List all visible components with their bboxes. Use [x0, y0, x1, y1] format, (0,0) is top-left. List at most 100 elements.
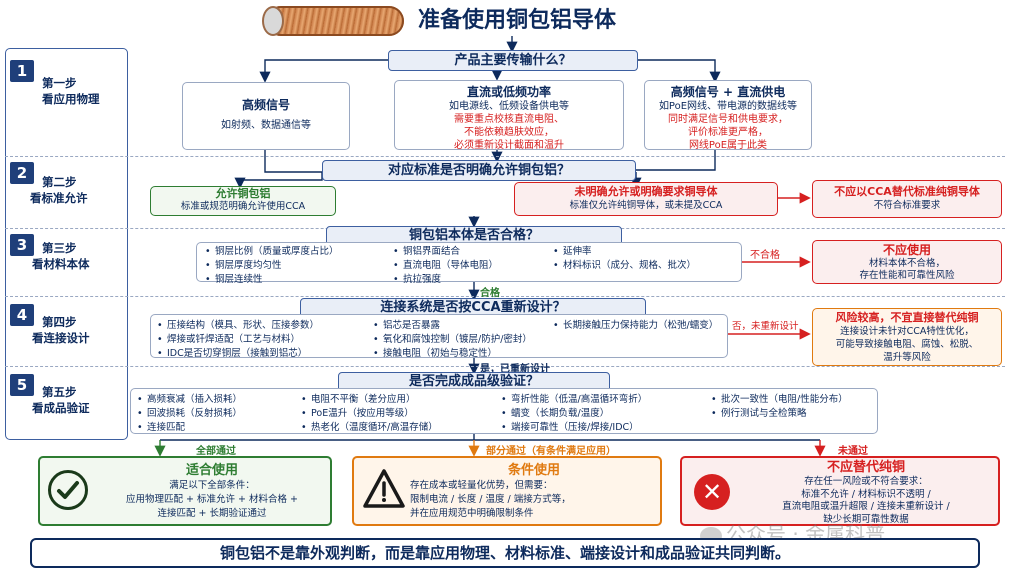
allow-title: 允许铜包铝 [215, 187, 271, 200]
check-item: PoE温升（按应用等级） [301, 407, 438, 421]
connection-col-2: 铝芯是否暴露 氧化和腐蚀控制（镀层/防护/密封） 接触电阻（初始与稳定性） [373, 319, 532, 361]
risk-line: 温升等风险 [883, 352, 931, 363]
option-title: 直流或低频功率 [466, 85, 551, 99]
step-title-5: 第五步看成品验证 [32, 385, 90, 415]
outcome-line: 缺少长期可靠性数据 [823, 513, 909, 525]
material-col-1: 铜层比例（质量或厚度占比） 铜层厚度均匀性 铜层连续性 [205, 245, 339, 287]
check-item: 氧化和腐蚀控制（镀层/防护/密封） [373, 333, 532, 347]
summary-text: 铜包铝不是靠外观判断，而是靠应用物理、材料标准、端接设计和成品验证共同判断。 [219, 544, 790, 562]
no-redesign-label: 否，未重新设计 [732, 321, 799, 332]
check-item: 长期接触压力保持能力（松弛/蠕变） [553, 319, 718, 333]
outcome-line: 应用物理匹配 + 标准允许 + 材料合格 + [126, 494, 298, 505]
fail-label: 不合格 [750, 250, 780, 261]
close-circle-icon: ✕ [694, 474, 730, 510]
divider [5, 156, 1005, 157]
check-item: 端接可靠性（压接/焊接/IDC） [501, 421, 647, 435]
check-item: 热老化（温度循环/高温存储） [301, 421, 438, 435]
outcome-text: 不应替代纯铜 存在任一风险或不符合要求： 标准不允许 / 材料标识不透明 / 直… [738, 460, 994, 526]
not-use-title: 不应使用 [882, 243, 931, 257]
option-high-frequency: 高频信号 如射频、数据通信等 [182, 82, 350, 150]
partial-pass-label: 部分通过（有条件满足应用） [486, 446, 616, 457]
option-warning: 评价标准更严格， [688, 127, 768, 138]
warning-icon [363, 469, 405, 508]
check-item: 弯折性能（低温/高温循环弯折） [501, 393, 647, 407]
check-item: 铜层连续性 [205, 273, 339, 287]
not-use-line: 存在性能和可靠性风险 [859, 270, 955, 281]
outcome-line: 满足以下全部条件： [169, 480, 255, 491]
check-item: 高频衰减（插入损耗） [137, 393, 242, 407]
not-allow-box: 未明确允许或明确要求铜导体 标准仅允许纯铜导体，或未提及CCA [514, 182, 778, 216]
not-allow-desc: 标准仅允许纯铜导体，或未提及CCA [569, 200, 723, 211]
option-mixed: 高频信号 + 直流供电 如PoE网线、带电源的数据线等 同时满足信号和供电要求，… [644, 80, 812, 151]
step-number-5: 5 [10, 374, 34, 396]
option-warning: 不能依赖趋肤效应， [464, 127, 554, 138]
allow-desc: 标准或规范明确允许使用CCA [180, 201, 306, 212]
outcome-line: 并在应用规范中明确限制条件 [410, 508, 534, 519]
bottom-summary: 铜包铝不是靠外观判断，而是靠应用物理、材料标准、端接设计和成品验证共同判断。 [30, 538, 980, 568]
not-use-box: 不应使用 材料本体不合格， 存在性能和可靠性风险 [812, 240, 1002, 284]
verification-col-1: 高频衰减（插入损耗） 回波损耗（反射损耗） 连接匹配 [137, 393, 242, 435]
option-warning: 同时满足信号和供电要求， [668, 114, 788, 125]
outcome-line: 连接匹配 + 长期验证通过 [157, 508, 267, 519]
step-title-3: 第三步看材料本体 [32, 241, 90, 271]
check-item: 铜层厚度均匀性 [205, 259, 339, 273]
outcome-title: 适合使用 [185, 463, 238, 478]
connection-checklist: 压接结构（模具、形状、压接参数） 焊接或钎焊适配（工艺与材料） IDC是否切穿铜… [150, 314, 728, 361]
option-warning: 必须重新设计截面和温升 [454, 140, 564, 151]
yes-redesign-label: 是，已重新设计 [480, 364, 550, 375]
material-checklist: 铜层比例（质量或厚度占比） 铜层厚度均匀性 铜层连续性 铜铝界面结合 直流电阻（… [196, 242, 742, 287]
verification-checklist: 高频衰减（插入损耗） 回波损耗（反射损耗） 连接匹配 电阻不平衡（差分应用） P… [130, 388, 878, 435]
check-item: 电阻不平衡（差分应用） [301, 393, 438, 407]
check-item: 批次一致性（电阻/性能分布） [711, 393, 848, 407]
option-title: 高频信号 + 直流供电 [670, 85, 786, 99]
check-item: 焊接或钎焊适配（工艺与材料） [157, 333, 319, 347]
check-item: 连接匹配 [137, 421, 242, 435]
fail-pass-label: 未通过 [838, 446, 868, 457]
check-item: 抗拉强度 [393, 273, 498, 287]
verification-col-2: 电阻不平衡（差分应用） PoE温升（按应用等级） 热老化（温度循环/高温存储） [301, 393, 438, 435]
allow-box: 允许铜包铝 标准或规范明确允许使用CCA [150, 186, 336, 216]
check-item: 蠕变（长期负载/温度） [501, 407, 647, 421]
outcome-title: 不应替代纯铜 [826, 460, 905, 475]
risk-box: 风险较高，不宜直接替代纯铜 连接设计未针对CCA特性优化， 可能导致接触电阻、腐… [812, 308, 1002, 366]
outcome-title: 条件使用 [507, 463, 560, 478]
option-desc: 如电源线、低频设备供电等 [449, 101, 569, 112]
check-item: 材料标识（成分、规格、批次） [553, 259, 696, 273]
question-1: 产品主要传输什么？ [388, 50, 638, 71]
divider [5, 296, 1005, 297]
connection-col-3: 长期接触压力保持能力（松弛/蠕变） [553, 319, 718, 333]
outcome-suitable: 适合使用 满足以下全部条件： 应用物理匹配 + 标准允许 + 材料合格 + 连接… [38, 456, 332, 526]
outcome-line: 存在任一风险或不符合要求： [804, 476, 928, 487]
step-number-1: 1 [10, 60, 34, 82]
verification-col-3: 弯折性能（低温/高温循环弯折） 蠕变（长期负载/温度） 端接可靠性（压接/焊接/… [501, 393, 647, 435]
cable-image [266, 6, 404, 36]
step-title-2: 第二步看标准允许 [30, 175, 88, 205]
cable-end [262, 6, 284, 36]
check-item: 直流电阻（导体电阻） [393, 259, 498, 273]
outcome-line: 标准不允许 / 材料标识不透明 / [801, 488, 931, 500]
option-warning: 网线PoE属于此类 [688, 140, 768, 151]
check-item: 回波损耗（反射损耗） [137, 407, 242, 421]
step-number-4: 4 [10, 304, 34, 326]
risk-line: 连接设计未针对CCA特性优化， [840, 326, 974, 337]
outcome-conditional: 条件使用 存在成本或轻量化优势，但需要： 限制电流 / 长度 / 温度 / 端接… [352, 456, 662, 526]
not-use-line: 材料本体不合格， [868, 258, 945, 269]
check-item: 延伸率 [553, 245, 696, 259]
material-col-2: 铜铝界面结合 直流电阻（导体电阻） 抗拉强度 [393, 245, 498, 287]
check-item: 铝芯是否暴露 [373, 319, 532, 333]
step-number-2: 2 [10, 162, 34, 184]
step-title-1: 第一步看应用物理 [42, 76, 100, 106]
check-item: IDC是否切穿铜层（接触到铝芯） [157, 347, 319, 361]
check-item: 压接结构（模具、形状、压接参数） [157, 319, 319, 333]
no-replace-box: 不应以CCA替代标准纯铜导体 不符合标准要求 [812, 180, 1002, 218]
no-replace-desc: 不符合标准要求 [873, 200, 941, 211]
check-circle-icon [48, 470, 88, 510]
step-title-4: 第四步看连接设计 [32, 315, 90, 345]
page-title: 准备使用铜包铝导体 [418, 8, 617, 33]
option-warning: 需要重点校核直流电阻、 [454, 114, 564, 125]
check-item: 铜铝界面结合 [393, 245, 498, 259]
pass-label: 合格 [480, 288, 500, 299]
outcome-not-replace: ✕ 不应替代纯铜 存在任一风险或不符合要求： 标准不允许 / 材料标识不透明 /… [680, 456, 1000, 526]
connection-col-1: 压接结构（模具、形状、压接参数） 焊接或钎焊适配（工艺与材料） IDC是否切穿铜… [157, 319, 319, 361]
outcome-line: 直流电阻或温升超限 / 连接未重新设计 / [782, 501, 950, 512]
